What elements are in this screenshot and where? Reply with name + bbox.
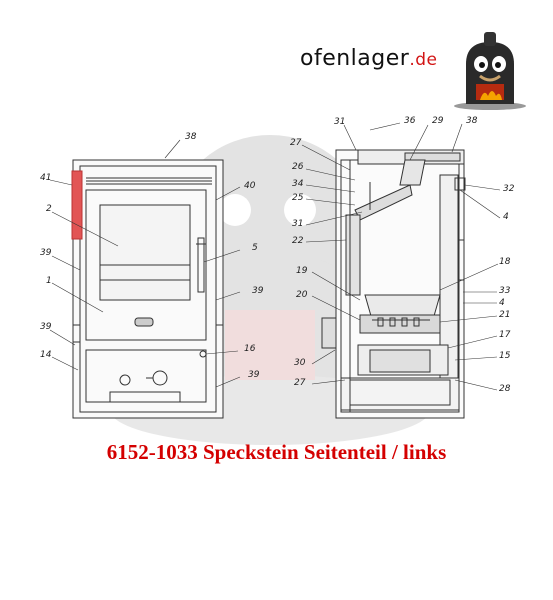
callout-17: 17 (499, 330, 511, 340)
callout-30: 30 (294, 358, 306, 368)
logo-wordmark: ofenlager.de (300, 46, 438, 71)
callout-2: 2 (46, 204, 52, 214)
callout-39: 39 (252, 286, 264, 296)
callout-1: 1 (46, 276, 52, 286)
callout-25: 25 (292, 193, 304, 203)
ofenlager-logo: ofenlager.de (300, 30, 530, 110)
part-caption: 6152-1033 Speckstein Seitenteil / links (106, 440, 447, 464)
callout-27: 27 (294, 378, 306, 388)
callout-18: 18 (499, 257, 511, 267)
stove-mascot-icon (454, 32, 526, 110)
callout-32: 32 (503, 184, 515, 194)
callout-34: 34 (292, 179, 304, 189)
callout-14: 14 (40, 350, 52, 360)
callout-29: 29 (432, 116, 444, 126)
callout-39: 39 (40, 322, 52, 332)
callout-38: 38 (466, 116, 478, 126)
callout-16: 16 (244, 344, 256, 354)
leader-lines (49, 122, 501, 391)
callout-4: 4 (499, 298, 505, 308)
callout-27: 27 (290, 138, 302, 148)
callout-15: 15 (499, 351, 511, 361)
side-section-view (321, 149, 466, 419)
callout-26: 26 (292, 162, 304, 172)
callout-5: 5 (252, 243, 258, 253)
callout-41: 41 (40, 173, 52, 183)
callout-22: 22 (292, 236, 304, 246)
callout-36: 36 (404, 116, 416, 126)
callout-39: 39 (40, 248, 52, 258)
front-view (72, 159, 224, 419)
callout-39: 39 (248, 370, 260, 380)
callout-20: 20 (296, 290, 308, 300)
callout-38: 38 (185, 132, 197, 142)
callout-4: 4 (503, 212, 509, 222)
callout-19: 19 (296, 266, 308, 276)
highlighted-soapstone-side-part (71, 170, 83, 240)
callout-40: 40 (244, 181, 256, 191)
callout-33: 33 (499, 286, 511, 296)
callout-31: 31 (334, 117, 346, 127)
callout-21: 21 (499, 310, 511, 320)
callout-28: 28 (499, 384, 511, 394)
callout-31: 31 (292, 219, 304, 229)
